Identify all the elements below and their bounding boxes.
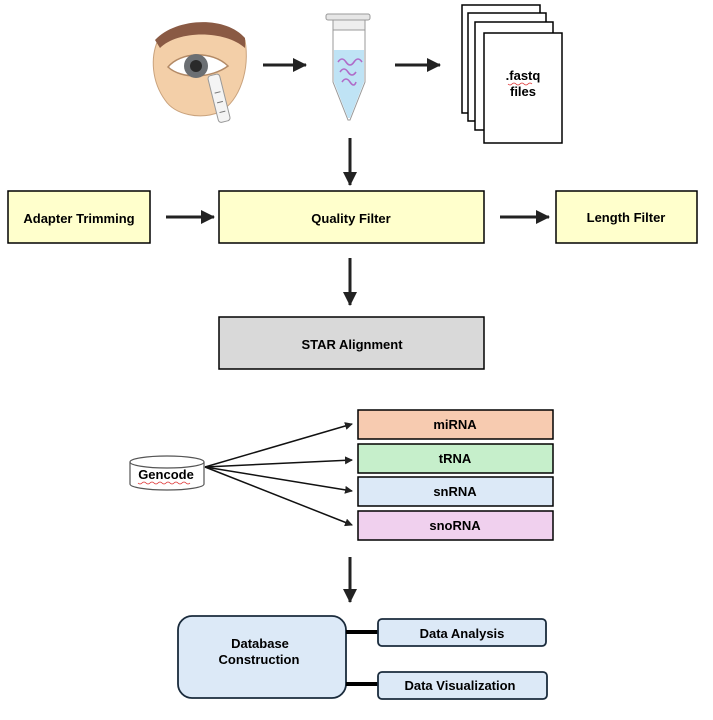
rna-squiggle	[337, 58, 363, 86]
length-filter-label: Length Filter	[587, 210, 666, 225]
tube-icon	[325, 13, 371, 121]
rna-type-list: miRNA tRNA snRNA snoRNA	[357, 409, 554, 541]
eye-sample-icon	[152, 22, 247, 123]
database-title-line2: Construction	[219, 652, 300, 667]
rna-type-box-snrna	[357, 476, 554, 507]
star-alignment-label: STAR Alignment	[301, 337, 403, 352]
arrow-gencode-to-snrna	[204, 466, 353, 494]
gencode-label: Gencode	[138, 467, 194, 482]
gencode-database-icon: Gencode	[129, 455, 205, 491]
rna-type-box-snorna	[357, 510, 554, 541]
rna-type-box-trna	[357, 443, 554, 474]
data-visualization-label: Data Visualization	[404, 678, 515, 693]
gencode-spellcheck	[137, 481, 191, 485]
pupil	[190, 60, 202, 72]
fastq-label: .fastq	[506, 68, 541, 83]
quality-filter-label: Quality Filter	[311, 211, 390, 226]
data-visualization-box	[377, 671, 548, 700]
adapter-trimming-label: Adapter Trimming	[23, 211, 134, 226]
arrow-gencode-to-mirna	[204, 422, 353, 468]
data-analysis-label: Data Analysis	[420, 626, 505, 641]
rna-type-label-trna: tRNA	[439, 451, 472, 466]
database-construction-box	[177, 615, 347, 699]
quality-filter-box	[218, 190, 485, 244]
rna-type-label-snrna: snRNA	[433, 484, 477, 499]
schirmer-strip	[207, 73, 231, 123]
fastq-files-stack: .fastq files	[461, 4, 563, 144]
data-analysis-box	[377, 618, 547, 647]
eyebrow	[155, 22, 245, 48]
spellcheck-underline	[507, 82, 533, 86]
length-filter-box	[555, 190, 698, 244]
arrow-gencode-to-trna	[204, 456, 353, 468]
rna-type-label-mirna: miRNA	[433, 417, 477, 432]
database-title-line1: Database	[231, 636, 289, 651]
arrow-gencode-to-snorna	[204, 466, 353, 527]
tube-liquid	[334, 50, 364, 118]
adapter-trimming-box	[7, 190, 151, 244]
rna-type-box-mirna	[357, 409, 554, 440]
rna-type-label-snorna: snoRNA	[429, 518, 481, 533]
star-alignment-box	[218, 316, 485, 370]
files-label: files	[510, 84, 536, 99]
